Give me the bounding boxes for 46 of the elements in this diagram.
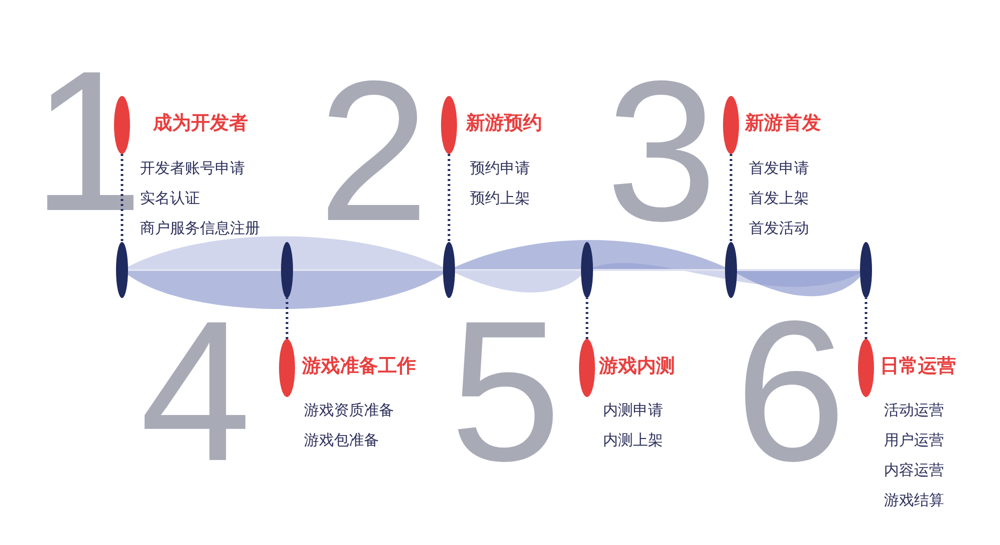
- step-item: 首发活动: [749, 219, 809, 237]
- step-item: 游戏资质准备: [304, 401, 394, 419]
- stage-title: 游戏内测: [599, 355, 675, 378]
- timeline-marker: [443, 242, 455, 298]
- step-item: 首发申请: [749, 159, 809, 177]
- dotted-connector: [286, 298, 288, 339]
- step-item: 活动运营: [884, 401, 944, 419]
- step-number: 6: [735, 292, 846, 492]
- timeline-line: [737, 269, 860, 271]
- dotted-connector: [448, 154, 450, 242]
- step-item: 内测上架: [603, 431, 663, 449]
- timeline-marker: [860, 242, 872, 298]
- stage-title: 成为开发者: [153, 112, 248, 135]
- marker-ellipse: [279, 339, 295, 397]
- step-number: 3: [606, 52, 718, 252]
- step-number: 5: [450, 292, 562, 492]
- step-item: 预约上架: [470, 189, 530, 207]
- step-item: 首发上架: [749, 189, 809, 207]
- timeline-marker: [581, 242, 593, 298]
- stage-title: 新游预约: [466, 112, 542, 135]
- marker-ellipse: [723, 96, 739, 154]
- dotted-connector: [586, 298, 588, 339]
- timeline-line: [593, 269, 725, 271]
- step-item: 用户运营: [884, 431, 944, 449]
- stage-title: 日常运营: [880, 355, 956, 378]
- dotted-connector: [730, 154, 732, 242]
- timeline-marker: [725, 242, 737, 298]
- marker-ellipse: [858, 339, 874, 397]
- stage-title: 游戏准备工作: [302, 355, 416, 378]
- dotted-connector: [120, 154, 124, 242]
- step-item: 游戏包准备: [304, 431, 379, 449]
- dotted-connector: [864, 298, 868, 339]
- timeline-marker: [116, 242, 128, 298]
- step-number: 2: [318, 52, 430, 252]
- step-item: 商户服务信息注册: [140, 219, 260, 237]
- stage-title: 新游首发: [745, 112, 821, 135]
- marker-ellipse: [441, 96, 457, 154]
- step-item: 内测申请: [603, 401, 663, 419]
- step-number: 4: [140, 292, 252, 492]
- marker-ellipse: [114, 96, 130, 154]
- step-item: 预约申请: [470, 159, 530, 177]
- step-item: 游戏结算: [884, 491, 944, 509]
- step-item: 实名认证: [140, 189, 200, 207]
- marker-ellipse: [579, 339, 595, 397]
- timeline-marker: [281, 242, 293, 298]
- step-item: 内容运营: [884, 461, 944, 479]
